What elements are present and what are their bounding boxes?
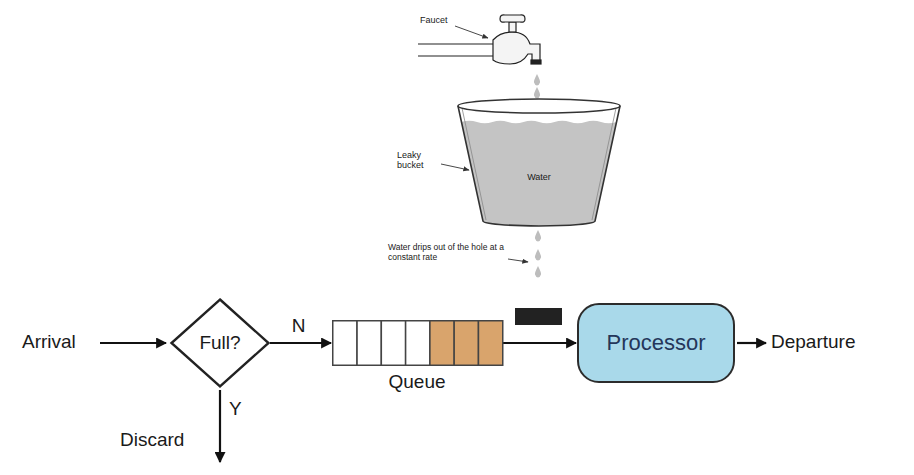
node-text: Full?	[199, 332, 240, 354]
faucet	[418, 15, 541, 64]
leader-line	[455, 26, 488, 38]
drip-note: Water drips out of the hole at a constan…	[388, 243, 504, 263]
flow-label: Arrival	[22, 331, 76, 353]
flow-arrow	[270, 342, 331, 344]
water-drips	[534, 74, 540, 99]
packet	[515, 308, 562, 325]
node-text: Processor	[606, 330, 705, 355]
bucket-label: Leaky bucket	[397, 150, 439, 171]
faucet-label: Faucet	[420, 15, 448, 25]
water-label: Water	[527, 172, 551, 182]
queue-label: Queue	[388, 371, 445, 393]
departure-arrow	[737, 342, 766, 344]
arrival-arrow	[100, 342, 166, 344]
decision-diamond: Full?	[170, 298, 270, 388]
flow-label: Departure	[771, 331, 856, 353]
branch-label: Y	[229, 398, 242, 420]
flow-label: Discard	[120, 429, 184, 451]
flow-arrow	[502, 342, 576, 344]
process-box: Processor	[577, 303, 735, 383]
queue-cells	[332, 320, 502, 366]
discard-arrow	[219, 390, 221, 462]
bucket-outline	[455, 98, 623, 228]
queue-box: Queue	[332, 320, 502, 366]
water-drips	[535, 230, 541, 278]
leader-line	[508, 259, 528, 262]
branch-label: N	[290, 315, 308, 337]
leader-line	[441, 164, 469, 170]
leaky-bucket: Water	[455, 98, 623, 228]
